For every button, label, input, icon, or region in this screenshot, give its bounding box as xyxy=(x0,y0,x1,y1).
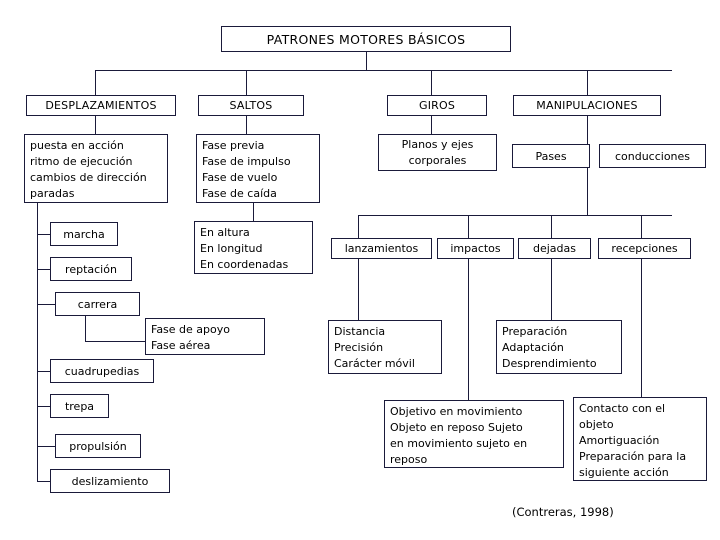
connector-carrera-drop xyxy=(85,316,86,341)
node-dejadas-detail: Objetivo en movimiento Objeto en reposo … xyxy=(384,400,564,468)
node-impactos: impactos xyxy=(437,238,514,259)
node-recepciones: recepciones xyxy=(598,238,691,259)
node-giros-detail: Planos y ejes corporales xyxy=(378,134,497,171)
connector-lanzamientos-to-detail xyxy=(358,259,359,320)
connector-dejadas-to-detail xyxy=(468,259,469,400)
connector-drop-recepciones xyxy=(641,215,642,238)
connector-saltos-to-types xyxy=(253,203,254,221)
node-title-patrones-motores-basicos: PATRONES MOTORES BÁSICOS xyxy=(221,26,511,52)
connector-recepciones-to-detail xyxy=(641,259,642,397)
node-saltos-types: En altura En longitud En coordenadas xyxy=(194,221,313,274)
node-pases: Pases xyxy=(512,144,590,168)
connector-stub-carrera xyxy=(37,304,55,305)
node-lanzamientos-detail: Distancia Precisión Carácter móvil xyxy=(328,320,442,374)
node-saltos: SALTOS xyxy=(198,95,304,116)
connector-drop-desplazamientos xyxy=(95,70,96,95)
connector-drop-giros xyxy=(431,70,432,95)
connector-drop-lanzamientos xyxy=(358,215,359,238)
node-saltos-phases: Fase previa Fase de impulso Fase de vuel… xyxy=(196,134,320,203)
connector-stub-deslizamiento xyxy=(37,481,50,482)
node-recepciones-detail: Contacto con el objeto Amortiguación Pre… xyxy=(573,397,707,481)
connector-drop-dejadas xyxy=(551,215,552,238)
citation-label: (Contreras, 1998) xyxy=(512,505,614,519)
node-manipulaciones: MANIPULACIONES xyxy=(513,95,661,116)
connector-manipulaciones-bus xyxy=(358,215,672,216)
node-trepa: trepa xyxy=(50,394,109,418)
node-desplazamientos-detail: puesta en acción ritmo de ejecución camb… xyxy=(24,134,168,203)
node-reptacion: reptación xyxy=(50,257,132,281)
connector-main-bus xyxy=(95,70,672,71)
connector-giros-to-detail xyxy=(431,116,432,134)
connector-stub-reptacion xyxy=(37,269,50,270)
connector-drop-saltos xyxy=(246,70,247,95)
connector-impactos-to-detail xyxy=(551,259,552,320)
connector-stub-propulsion xyxy=(37,446,55,447)
connector-stub-trepa xyxy=(37,406,50,407)
connector-title-stem xyxy=(366,52,367,70)
connector-stub-marcha xyxy=(37,234,50,235)
node-deslizamiento: deslizamiento xyxy=(50,469,170,493)
node-dejadas: dejadas xyxy=(518,238,591,259)
connector-drop-manipulaciones xyxy=(587,70,588,95)
connector-carrera-to-fases xyxy=(85,341,145,342)
connector-desplazamientos-spine xyxy=(37,203,38,481)
node-desplazamientos: DESPLAZAMIENTOS xyxy=(26,95,176,116)
connector-desplazamientos-to-detail xyxy=(95,116,96,134)
connector-stub-cuadrupedias xyxy=(37,371,50,372)
node-giros: GIROS xyxy=(387,95,487,116)
node-carrera: carrera xyxy=(55,292,140,316)
node-lanzamientos: lanzamientos xyxy=(331,238,432,259)
node-conducciones: conducciones xyxy=(599,144,706,168)
node-impactos-detail: Preparación Adaptación Desprendimiento xyxy=(496,320,622,374)
node-propulsion: propulsión xyxy=(55,434,141,458)
node-cuadrupedias: cuadrupedias xyxy=(50,359,154,383)
node-carrera-fases: Fase de apoyo Fase aérea xyxy=(145,318,265,355)
connector-saltos-to-phases xyxy=(246,116,247,134)
connector-drop-impactos xyxy=(468,215,469,238)
node-marcha: marcha xyxy=(50,222,118,246)
